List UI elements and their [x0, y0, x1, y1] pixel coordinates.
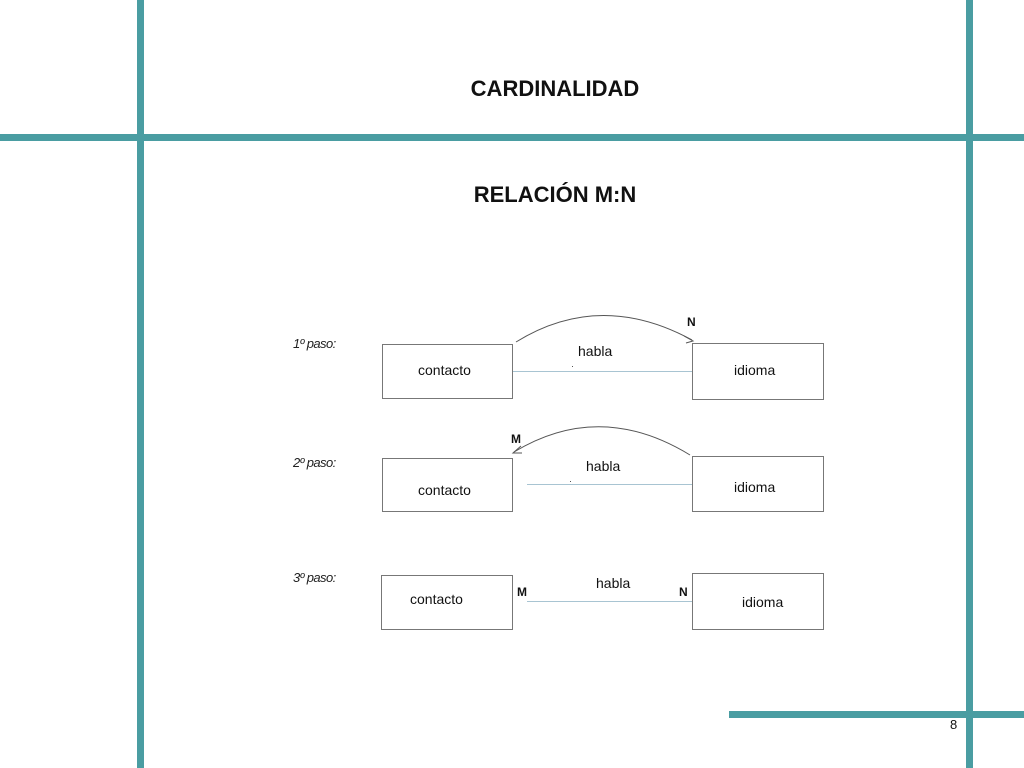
- cardinality-label: N: [687, 315, 696, 329]
- arrowhead-icon: [683, 335, 695, 344]
- entity-label-right: idioma: [734, 479, 776, 495]
- step-label: 3º paso:: [293, 570, 336, 585]
- arrowhead-icon: [511, 445, 522, 454]
- frame-line-right: [966, 0, 973, 768]
- entity-box-left: [381, 575, 513, 630]
- cardinality-label: M: [511, 432, 521, 446]
- step-label: 2º paso:: [293, 455, 336, 470]
- relationship-dot: [570, 481, 571, 482]
- entity-label-right: idioma: [742, 594, 784, 610]
- entity-box-left: [382, 344, 513, 399]
- relationship-line: [527, 601, 692, 602]
- entity-label-left: contacto: [418, 362, 471, 378]
- entity-label-left: contacto: [418, 482, 471, 498]
- arc-arrow-step-1: [515, 315, 693, 343]
- cardinality-label-left: M: [517, 585, 527, 599]
- entity-box-left: [382, 458, 513, 512]
- entity-box-right: [692, 573, 824, 630]
- entity-box-right: [692, 343, 824, 400]
- slide-subtitle: RELACIÓN M:N: [473, 182, 637, 207]
- entity-label-right: idioma: [734, 362, 776, 378]
- step-label: 1º paso:: [293, 336, 336, 351]
- frame-line-left: [137, 0, 144, 768]
- relationship-line: [513, 371, 692, 372]
- entity-box-right: [692, 456, 824, 512]
- page-number: 8: [950, 717, 958, 732]
- relationship-label: habla: [578, 343, 613, 359]
- arc-arrow-step-2: [513, 426, 691, 456]
- cardinality-label-right: N: [679, 585, 688, 599]
- relationship-dot: [572, 366, 573, 367]
- slide-title: CARDINALIDAD: [470, 76, 640, 101]
- frame-line-bottom: [729, 711, 1024, 718]
- relationship-label: habla: [586, 458, 621, 474]
- entity-label-left: contacto: [410, 591, 463, 607]
- relationship-line: [527, 484, 692, 485]
- frame-line-top: [0, 134, 1024, 141]
- relationship-label: habla: [596, 575, 631, 591]
